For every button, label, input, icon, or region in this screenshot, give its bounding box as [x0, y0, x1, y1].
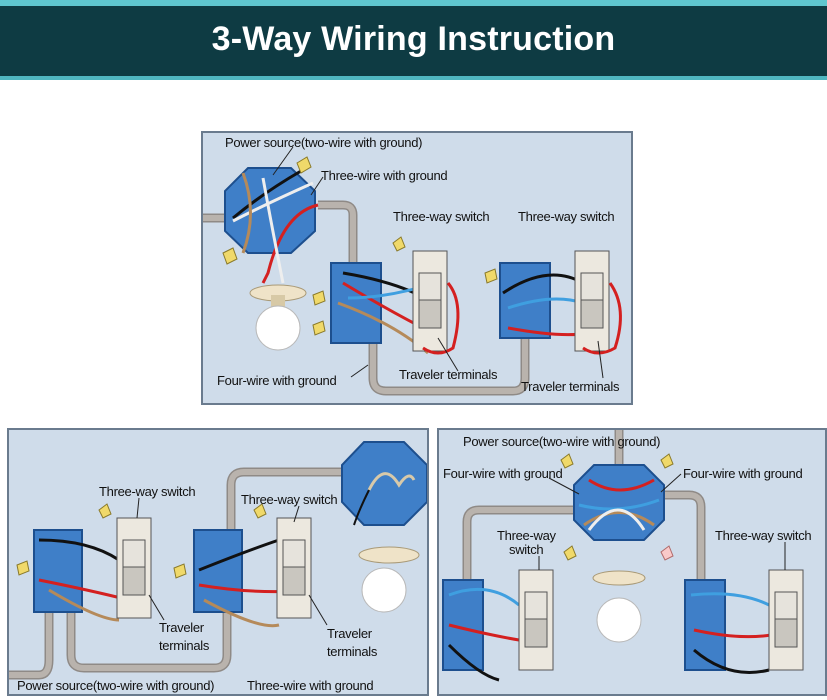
- wiring-diagram-2: Three-way switch Three-way switch Travel…: [9, 441, 427, 693]
- label-switch-a: Three-way switch: [99, 484, 195, 499]
- diagram-panel-1: Power source(two-wire with ground) Three…: [201, 131, 633, 405]
- banner-accent-line: [0, 76, 827, 80]
- light-bulb: [596, 597, 642, 643]
- label-power-source: Power source(two-wire with ground): [17, 678, 214, 693]
- label-traveler-b: Traveler terminals: [521, 379, 620, 394]
- label-switch-a: Three-way switch: [393, 209, 489, 224]
- label-switch-left-line2: switch: [509, 542, 543, 557]
- label-four-wire-right: Four-wire with ground: [683, 466, 802, 481]
- label-three-wire: Three-wire with ground: [321, 168, 447, 183]
- conduit-three-wire: [318, 200, 358, 263]
- label-switch-b: Three-way switch: [518, 209, 614, 224]
- label-three-wire: Three-wire with ground: [247, 678, 373, 693]
- label-traveler-b-line1: Traveler: [327, 626, 373, 641]
- junction-box-octagon: [341, 441, 427, 526]
- conduit-four-wire: [368, 333, 530, 396]
- light-bulb: [361, 567, 407, 613]
- conduit-power-in: [9, 605, 54, 680]
- switch-box-2: [193, 529, 243, 613]
- wiring-diagram-3: Power source(two-wire with ground) Four-…: [442, 430, 812, 682]
- label-traveler-a: Traveler terminals: [399, 367, 498, 382]
- label-traveler-b-line2: terminals: [327, 644, 378, 659]
- label-power-source: Power source(two-wire with ground): [463, 434, 660, 449]
- diagram-panel-2: Three-way switch Three-way switch Travel…: [7, 428, 429, 696]
- label-switch-right: Three-way switch: [715, 528, 811, 543]
- label-power-source: Power source(two-wire with ground): [225, 135, 422, 150]
- title-banner: 3-Way Wiring Instruction: [0, 0, 827, 80]
- page-title: 3-Way Wiring Instruction: [211, 20, 616, 58]
- light-bulb: [255, 305, 301, 351]
- diagram-panel-3: Power source(two-wire with ground) Four-…: [437, 428, 827, 696]
- label-traveler-a-line1: Traveler: [159, 620, 205, 635]
- label-four-wire: Four-wire with ground: [217, 373, 336, 388]
- label-traveler-a-line2: terminals: [159, 638, 210, 653]
- label-four-wire-left: Four-wire with ground: [443, 466, 562, 481]
- conduit-four-wire-right: [661, 490, 706, 580]
- label-switch-b: Three-way switch: [241, 492, 337, 507]
- label-switch-left-line1: Three-way: [497, 528, 557, 543]
- wiring-diagram-1: Power source(two-wire with ground) Three…: [203, 135, 622, 396]
